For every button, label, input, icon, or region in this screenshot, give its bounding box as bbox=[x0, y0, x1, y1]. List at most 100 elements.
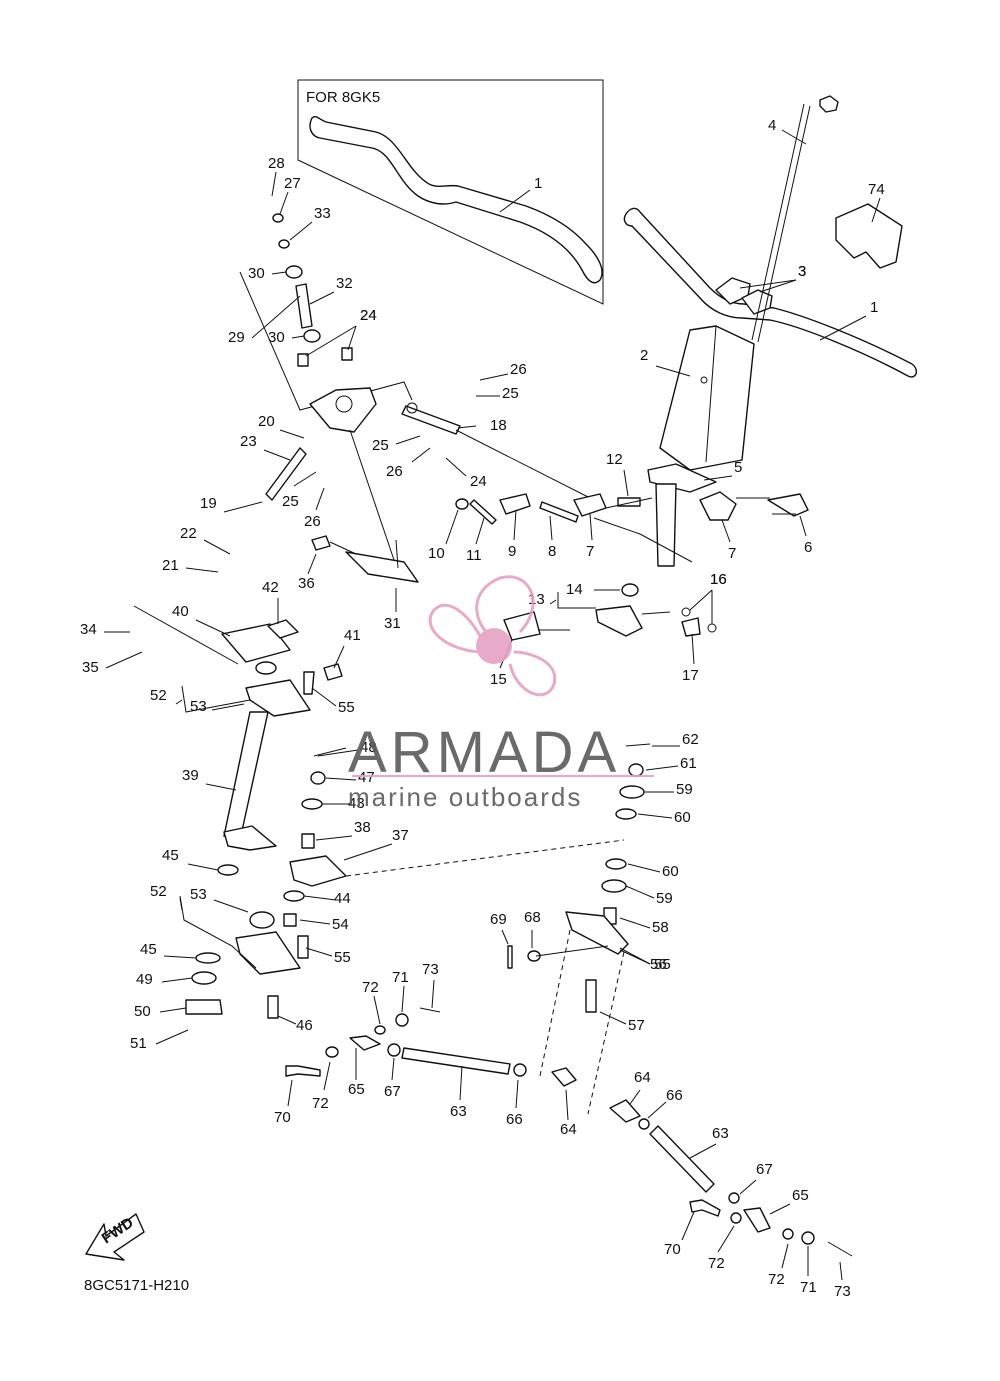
callout-15: 15 bbox=[490, 671, 507, 688]
leader-line bbox=[395, 435, 421, 445]
watermark-brand: ARMADA bbox=[348, 720, 620, 785]
callout-65: 65 bbox=[792, 1187, 809, 1204]
tie-rod-19 bbox=[265, 447, 307, 501]
handlebar bbox=[623, 207, 918, 378]
steering-arm-13 bbox=[503, 583, 717, 641]
bolt-24b bbox=[341, 347, 353, 361]
nut-66a bbox=[513, 1063, 527, 1077]
callout-53: 53 bbox=[190, 698, 207, 715]
callout-60: 60 bbox=[674, 809, 691, 826]
leader-line bbox=[343, 843, 393, 861]
callout-72: 72 bbox=[768, 1271, 785, 1288]
bolt-70a bbox=[285, 1065, 321, 1077]
callout-35: 35 bbox=[82, 659, 99, 676]
washer-72b bbox=[374, 1025, 386, 1035]
collar-52 bbox=[255, 661, 277, 675]
center-arm bbox=[283, 747, 625, 927]
callout-48: 48 bbox=[360, 739, 377, 756]
callout-66: 66 bbox=[666, 1087, 683, 1104]
washer-60a bbox=[615, 808, 637, 820]
leader-line bbox=[515, 1079, 519, 1109]
leader-line bbox=[457, 425, 477, 429]
callout-50: 50 bbox=[134, 1003, 151, 1020]
arm-40 bbox=[221, 623, 291, 663]
callout-11: 11 bbox=[466, 547, 482, 564]
arm-53 bbox=[245, 679, 311, 717]
callout-41: 41 bbox=[344, 627, 361, 644]
nut-61 bbox=[628, 763, 644, 777]
bolt-46 bbox=[267, 995, 279, 1019]
washer-72d bbox=[782, 1228, 794, 1240]
leader-line bbox=[479, 373, 509, 381]
leader-line bbox=[599, 1011, 627, 1025]
leader-line bbox=[781, 1243, 789, 1269]
callout-64: 64 bbox=[634, 1069, 651, 1086]
handlebar-clamp-upper bbox=[715, 277, 751, 305]
callout-55: 55 bbox=[334, 949, 351, 966]
shaft-39 bbox=[223, 711, 269, 841]
leader-line bbox=[311, 687, 337, 707]
bolt-24a bbox=[297, 353, 309, 367]
callout-21: 21 bbox=[162, 557, 179, 574]
callout-40: 40 bbox=[172, 603, 189, 620]
callout-30: 30 bbox=[248, 265, 265, 282]
rod-63b bbox=[649, 1125, 715, 1193]
leader-line bbox=[303, 895, 337, 901]
callout-60: 60 bbox=[662, 863, 679, 880]
callout-24: 24 bbox=[470, 473, 487, 490]
callout-10: 10 bbox=[428, 545, 445, 562]
leader-line bbox=[325, 777, 357, 781]
leader-line bbox=[625, 885, 655, 899]
callout-68: 68 bbox=[524, 909, 541, 926]
callout-26: 26 bbox=[510, 361, 527, 378]
washer-49 bbox=[191, 971, 217, 985]
collar-53b bbox=[249, 911, 275, 929]
drag-link bbox=[401, 405, 461, 435]
callout-65: 65 bbox=[348, 1081, 365, 1098]
leader-line bbox=[689, 589, 713, 611]
leader-line bbox=[619, 947, 651, 965]
shaft-base-39 bbox=[223, 825, 277, 851]
collar-38 bbox=[301, 833, 315, 849]
callout-46: 46 bbox=[296, 1017, 313, 1034]
leader-line bbox=[203, 539, 231, 555]
leader-line bbox=[501, 929, 509, 945]
bush-30b bbox=[303, 329, 321, 343]
long-bolt-head bbox=[819, 95, 839, 113]
washer-43 bbox=[301, 798, 323, 810]
nut-67b bbox=[728, 1192, 740, 1204]
callout-12: 12 bbox=[606, 451, 623, 468]
callout-25: 25 bbox=[282, 493, 299, 510]
callout-2: 2 bbox=[640, 347, 648, 364]
bolt-55a bbox=[303, 671, 315, 695]
steering-shaft-upper bbox=[655, 483, 677, 567]
leader-line bbox=[277, 1015, 297, 1025]
leader-line bbox=[251, 295, 301, 339]
washer-45a bbox=[217, 864, 239, 876]
callout-28: 28 bbox=[268, 155, 285, 172]
leader-line bbox=[629, 1089, 641, 1105]
ball-joint-65b bbox=[743, 1207, 771, 1233]
leader-line bbox=[681, 1211, 695, 1241]
bracket-17 bbox=[681, 617, 701, 637]
arm-56 bbox=[565, 911, 629, 955]
callout-32: 32 bbox=[336, 275, 353, 292]
callout-38: 38 bbox=[354, 819, 371, 836]
washer-59a bbox=[619, 785, 645, 799]
leader-line bbox=[317, 749, 359, 757]
callout-7: 7 bbox=[728, 545, 736, 562]
callout-72: 72 bbox=[312, 1095, 329, 1112]
washer-33 bbox=[278, 239, 290, 249]
leader-line bbox=[309, 291, 335, 305]
watermark-tagline: marine outboards bbox=[348, 782, 582, 812]
callout-18: 18 bbox=[490, 417, 507, 434]
leader-line bbox=[819, 315, 867, 341]
leader-line bbox=[305, 947, 333, 957]
watermark: ARMADA marine outboards bbox=[348, 575, 654, 812]
callout-37: 37 bbox=[392, 827, 409, 844]
callout-52: 52 bbox=[150, 687, 167, 704]
washer-45b bbox=[195, 952, 221, 964]
nut-68 bbox=[527, 950, 541, 962]
